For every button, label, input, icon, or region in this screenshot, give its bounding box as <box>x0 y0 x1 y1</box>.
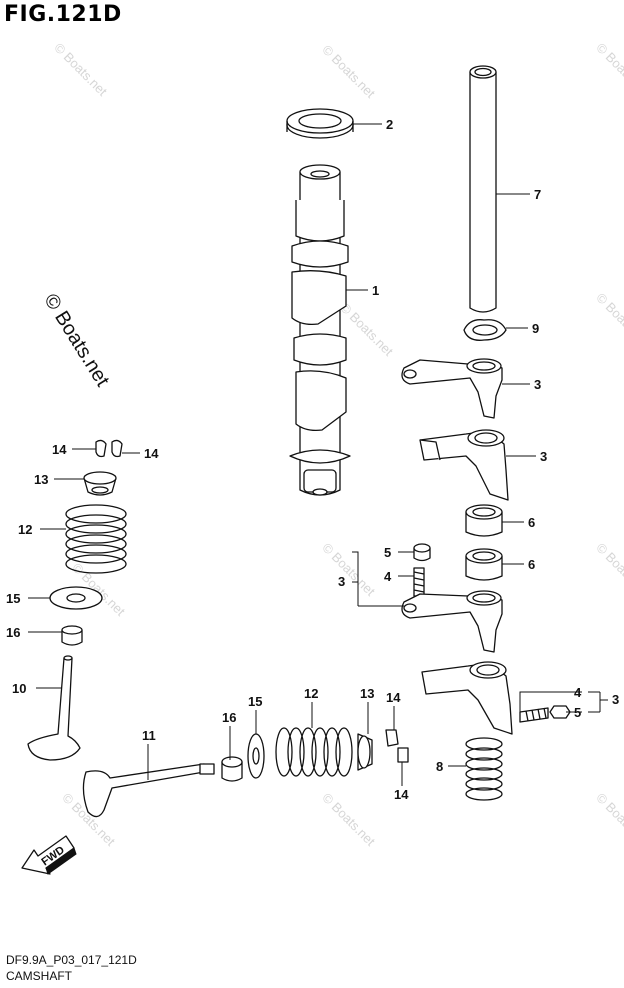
callout-label: 14 <box>144 446 159 461</box>
stem-seal-part <box>221 756 243 782</box>
callout-label: 15 <box>6 591 20 606</box>
callout-label: 16 <box>6 625 20 640</box>
callout-label: 10 <box>12 681 26 696</box>
callout-label: 6 <box>528 515 535 530</box>
callout-label: 12 <box>304 686 318 701</box>
callout-label: 13 <box>360 686 374 701</box>
callout-label: 14 <box>52 442 67 457</box>
callout-label: 12 <box>18 522 32 537</box>
forward-direction-arrow: FWD <box>21 835 77 875</box>
rocker-shaft-part <box>469 65 497 313</box>
callout-label: 15 <box>248 694 262 709</box>
callout-label: 7 <box>534 187 541 202</box>
spring-retainer-part <box>83 471 117 496</box>
figure-title: FIG.121D <box>4 2 122 27</box>
valve-spring-part <box>275 727 353 777</box>
spring-seat-part <box>49 586 103 610</box>
callout-label: 11 <box>142 728 156 743</box>
adjusting-screw-part <box>413 567 425 597</box>
callout-label: 3 <box>540 449 547 464</box>
wave-washer-part <box>463 319 507 341</box>
intake-valve-part <box>27 655 81 761</box>
adjusting-screw-part <box>519 707 549 723</box>
callout-label: 5 <box>574 705 581 720</box>
callout-label: 8 <box>436 759 443 774</box>
oil-seal-part <box>286 108 354 139</box>
rocker-arm-part <box>401 358 503 419</box>
spring-seat-part <box>247 733 265 779</box>
valve-cotter-part <box>95 439 123 458</box>
figure-name: CAMSHAFT <box>6 969 72 983</box>
callout-label: 6 <box>528 557 535 572</box>
callout-label: 14 <box>386 690 401 705</box>
lock-nut-part <box>413 543 431 562</box>
spacer-part <box>465 548 503 581</box>
camshaft-part <box>289 164 351 496</box>
callout-label: 16 <box>222 710 236 725</box>
rocker-arm-part <box>401 590 503 653</box>
callout-label: 1 <box>372 283 379 298</box>
valve-spring-part <box>65 504 127 574</box>
callout-label: 4 <box>384 569 392 584</box>
callout-label: 3 <box>612 692 619 707</box>
stem-seal-part <box>61 625 83 646</box>
spacer-part <box>465 504 503 537</box>
callout-label: 9 <box>532 321 539 336</box>
callout-label: 14 <box>394 787 409 802</box>
rocker-arm-part <box>421 661 513 735</box>
callout-label: 3 <box>338 574 345 589</box>
spring-retainer-part <box>357 733 373 771</box>
valve-cotter-part <box>385 729 409 763</box>
callout-label: 5 <box>384 545 391 560</box>
exhaust-valve-part <box>82 763 215 818</box>
callout-label: 3 <box>534 377 541 392</box>
lock-nut-part <box>549 705 571 719</box>
rocker-spring-part <box>465 737 503 801</box>
callout-label: 2 <box>386 117 393 132</box>
figure-code: DF9.9A_P03_017_121D <box>6 953 137 967</box>
callout-label: 13 <box>34 472 48 487</box>
callout-label: 4 <box>574 685 582 700</box>
rocker-arm-part <box>419 429 509 501</box>
